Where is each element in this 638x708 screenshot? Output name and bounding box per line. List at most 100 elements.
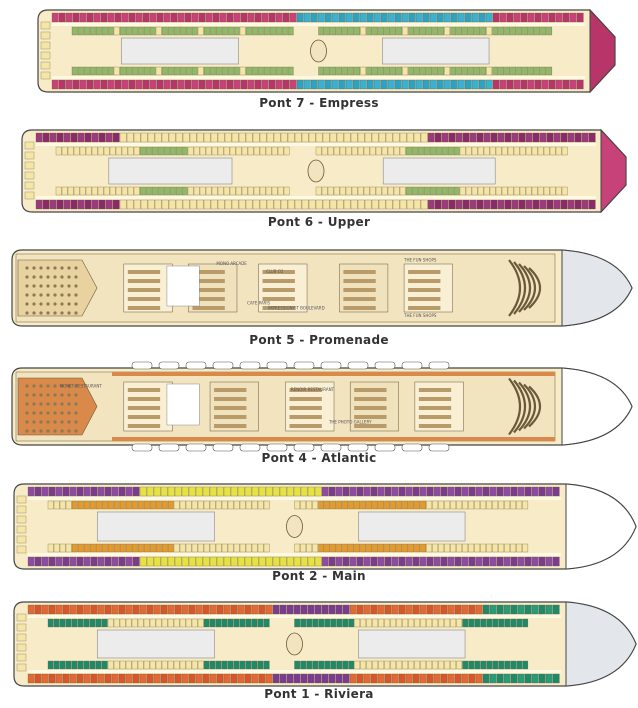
cabin <box>414 660 421 670</box>
cabin <box>245 66 252 76</box>
cabin <box>227 500 234 510</box>
cabin <box>501 146 508 156</box>
cabin <box>179 66 186 76</box>
cabin <box>440 604 448 615</box>
cabin <box>95 26 102 36</box>
cabin <box>394 79 402 90</box>
cabin <box>307 486 315 497</box>
seat <box>25 311 29 315</box>
seat <box>67 411 71 415</box>
stern-cabin <box>24 141 35 150</box>
lifeboat <box>374 361 396 370</box>
cabin <box>438 26 445 36</box>
cabin <box>161 500 168 510</box>
cabin <box>163 186 170 196</box>
seat <box>39 411 43 415</box>
cabin <box>331 79 339 90</box>
cabin <box>161 660 168 670</box>
cabin <box>146 486 154 497</box>
cabin <box>432 26 439 36</box>
cabin <box>464 12 472 23</box>
cabin <box>235 186 242 196</box>
stern-cabin <box>16 633 27 642</box>
cabin <box>492 660 499 670</box>
cabin <box>71 618 78 628</box>
cabin <box>245 618 252 628</box>
furniture <box>418 397 452 401</box>
cabin <box>438 66 445 76</box>
furniture <box>354 406 387 410</box>
cabin <box>387 79 395 90</box>
cabin <box>448 199 456 210</box>
cabin <box>185 500 192 510</box>
cabin <box>324 12 332 23</box>
cabin <box>131 543 138 553</box>
cabin <box>314 556 322 567</box>
cabin <box>83 500 90 510</box>
cabin <box>185 543 192 553</box>
cabin <box>65 543 72 553</box>
cabin <box>139 673 147 684</box>
cabin <box>196 199 204 210</box>
cabin <box>476 199 484 210</box>
cabin <box>191 26 198 36</box>
cabin <box>498 660 505 670</box>
cabin <box>27 673 35 684</box>
cabin <box>398 486 406 497</box>
cabin <box>507 186 514 196</box>
cabin <box>482 556 490 567</box>
cabin <box>384 500 391 510</box>
cabin <box>539 199 547 210</box>
lifeboat <box>158 361 180 370</box>
cabin <box>251 673 259 684</box>
seat <box>46 429 50 433</box>
cabin <box>185 66 192 76</box>
cabin <box>112 132 120 143</box>
cabin <box>149 66 156 76</box>
cabin <box>266 199 274 210</box>
furniture <box>289 388 322 392</box>
cabin <box>378 618 385 628</box>
cabin <box>429 79 437 90</box>
cabin <box>191 660 198 670</box>
cabin <box>363 146 370 156</box>
deck-5-caption: Pont 5 - Promenade <box>249 333 389 347</box>
cabin <box>540 26 547 36</box>
cabin <box>321 673 329 684</box>
cabin <box>133 186 140 196</box>
cabin <box>360 660 367 670</box>
cabin <box>273 199 281 210</box>
seat <box>25 402 29 406</box>
cabin <box>104 604 112 615</box>
cabin <box>322 199 330 210</box>
cabin <box>157 186 164 196</box>
cabin <box>492 543 499 553</box>
cabin <box>257 66 264 76</box>
cabin <box>381 186 388 196</box>
cabin <box>71 543 78 553</box>
cabin <box>114 79 122 90</box>
cabin <box>555 12 563 23</box>
cabin <box>328 604 336 615</box>
cabin <box>513 186 520 196</box>
cabin <box>420 500 427 510</box>
cabin <box>191 500 198 510</box>
theater-row <box>508 259 521 317</box>
furniture <box>192 306 225 310</box>
cabin <box>53 618 60 628</box>
seat <box>39 284 43 288</box>
cabin <box>408 66 415 76</box>
cabin <box>91 199 99 210</box>
cabin <box>181 186 188 196</box>
cabin <box>498 66 505 76</box>
cabin <box>489 673 497 684</box>
cabin <box>522 543 529 553</box>
cabin <box>167 486 175 497</box>
theater-row <box>508 377 521 436</box>
cabin <box>496 556 504 567</box>
cabin <box>197 26 204 36</box>
stern-cabin <box>24 181 35 190</box>
promenade-band <box>112 372 555 376</box>
seat <box>32 429 36 433</box>
